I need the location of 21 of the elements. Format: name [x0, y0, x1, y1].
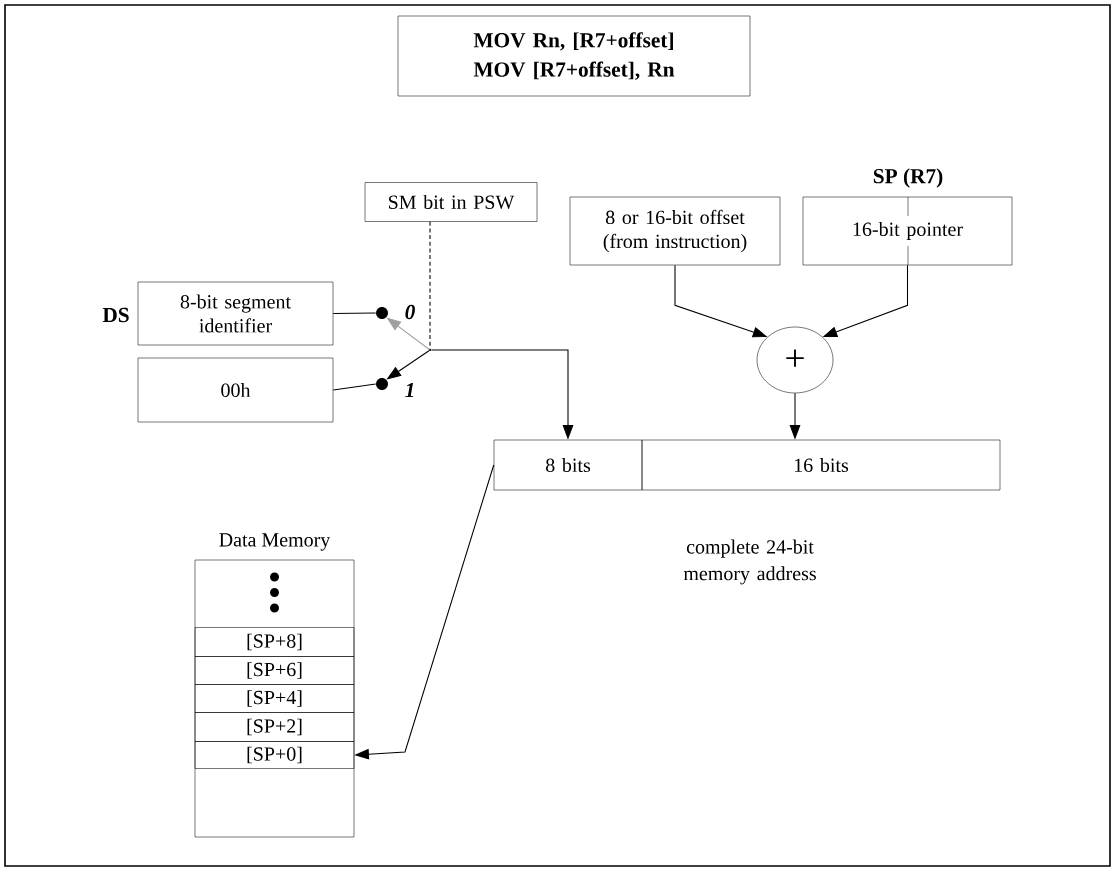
caption-text: complete 24-bit memory address: [683, 539, 816, 585]
flag-box: SM bit in PSW: [364, 182, 538, 222]
side-label: SP (R7): [873, 168, 943, 188]
memory-cell: [SP+4]: [194, 684, 355, 713]
register-box: 8 or 16-bit offset (from instruction): [569, 196, 781, 266]
node-label: Data Memory: [219, 533, 331, 551]
register-box: 00h: [137, 357, 334, 423]
address-field: 16 bits: [641, 439, 1001, 491]
memory-cell: [SP+2]: [194, 712, 355, 742]
register-box: 16-bit pointer: [802, 196, 1013, 266]
register-box: 8-bit segment identifier: [137, 281, 334, 346]
side-label: 0: [405, 304, 415, 320]
memory-cell: [SP+8]: [194, 627, 355, 657]
switch-contact: [376, 378, 388, 390]
side-label: 1: [405, 383, 414, 398]
side-label: DS: [102, 307, 129, 323]
memory-cell: [SP+6]: [194, 656, 355, 685]
instruction-box: MOV Rn, [R7+offset] MOV [R7+offset], Rn: [397, 15, 751, 97]
memory-cell: [SP+0]: [194, 741, 355, 769]
switch-contact: [376, 307, 388, 319]
address-field: 8 bits: [493, 439, 643, 491]
